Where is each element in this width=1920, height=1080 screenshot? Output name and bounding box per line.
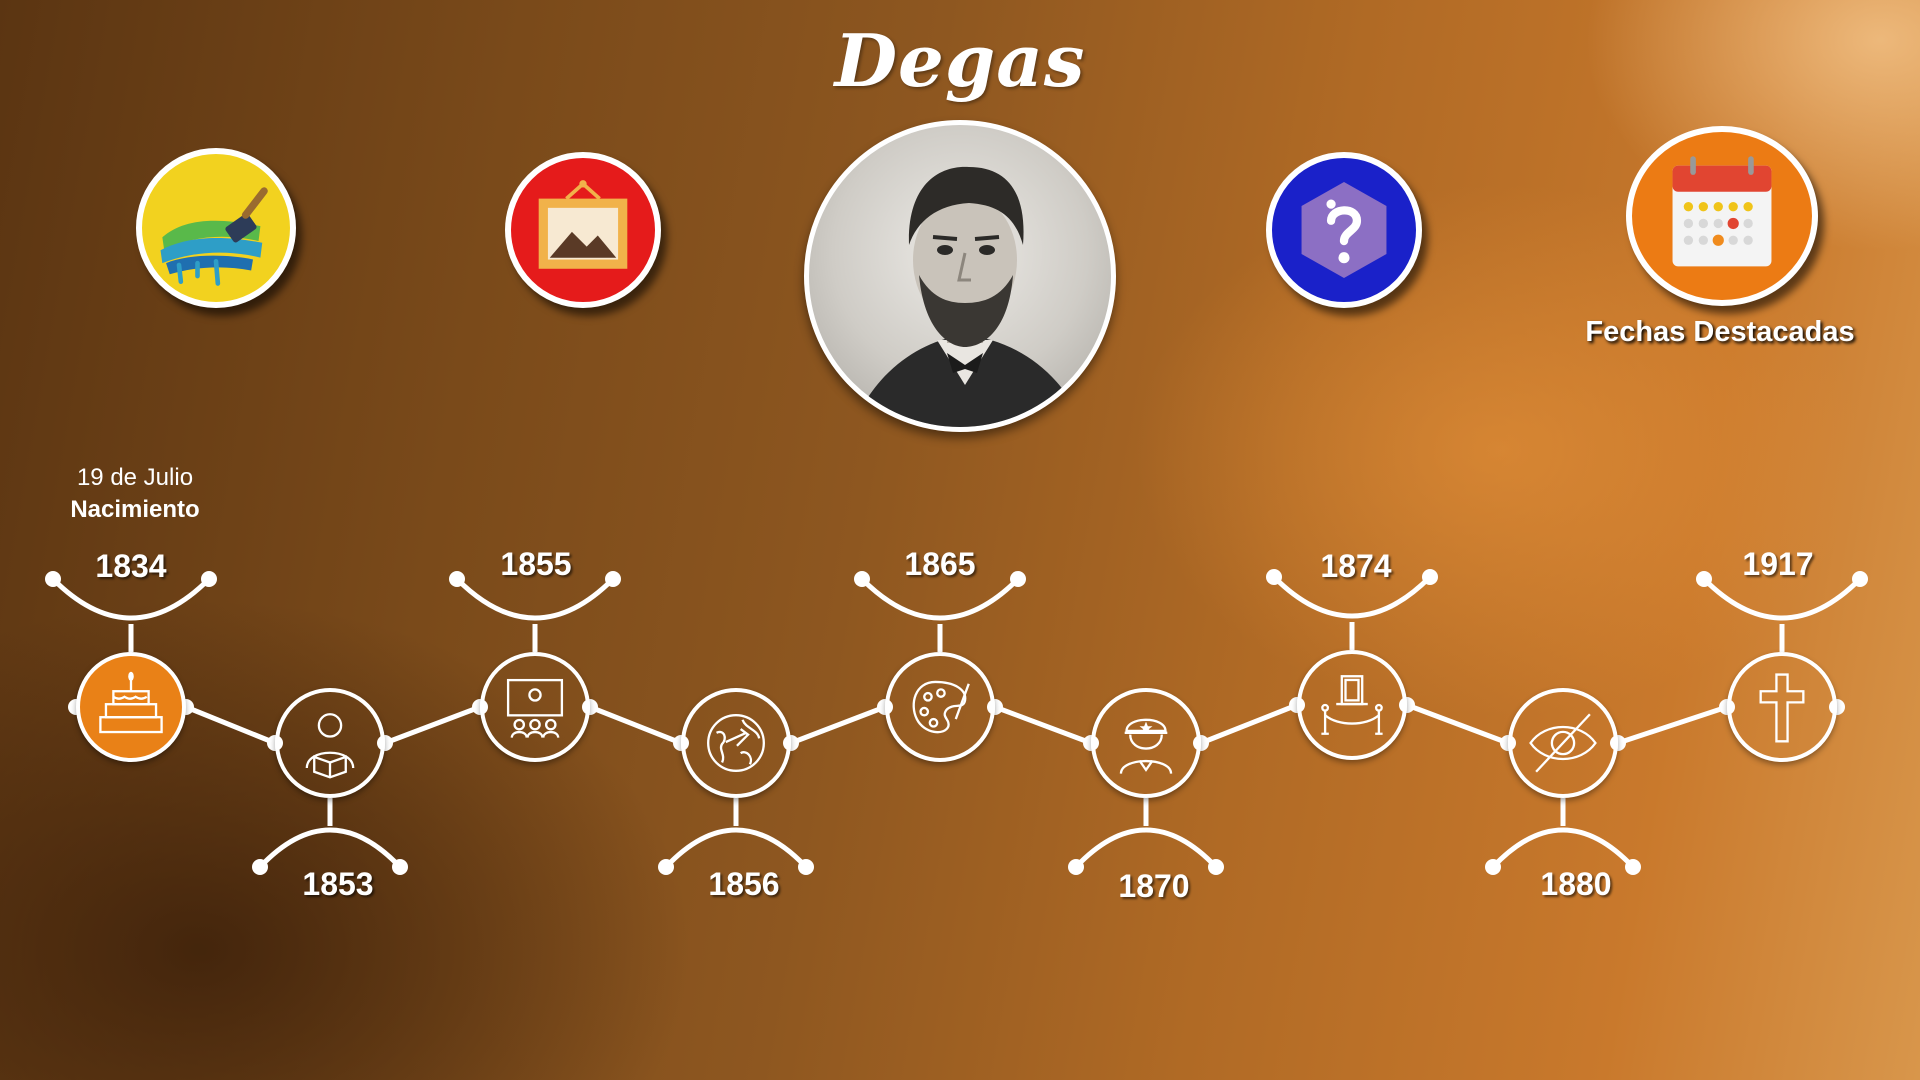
calendar-badge[interactable] — [1626, 126, 1818, 306]
connector-line — [1406, 702, 1509, 746]
portrait-image — [804, 120, 1116, 432]
year-label-1853: 1853 — [302, 866, 374, 902]
arc-dot — [201, 571, 217, 587]
arc-dot — [798, 859, 814, 875]
timeline-node-1880[interactable] — [1508, 688, 1618, 798]
arc-dot — [449, 571, 465, 587]
connector-line — [1200, 702, 1298, 746]
picture-frame-icon — [538, 180, 628, 269]
arc-dot — [1696, 571, 1712, 587]
year-arc — [664, 827, 808, 869]
cross-icon — [1759, 673, 1805, 743]
arc-dot — [45, 571, 61, 587]
arc-dot — [252, 859, 268, 875]
timeline-node-1874[interactable] — [1297, 650, 1407, 760]
arc-dot — [1485, 859, 1501, 875]
year-label-1865: 1865 — [904, 546, 976, 582]
timeline-node-1853[interactable] — [275, 688, 385, 798]
calendar-icon — [1672, 156, 1772, 267]
arc-dot — [854, 571, 870, 587]
arc-dot — [392, 859, 408, 875]
arc-dot — [1852, 571, 1868, 587]
paint-brush-icon — [160, 187, 268, 286]
year-arc — [258, 827, 402, 869]
year-arc — [1074, 827, 1218, 869]
classroom-icon — [506, 678, 564, 738]
world-travel-icon — [707, 714, 765, 772]
timeline-node-1917[interactable] — [1727, 652, 1837, 762]
timeline-node-1855[interactable] — [480, 652, 590, 762]
year-label-1917: 1917 — [1742, 546, 1814, 582]
connector-line — [185, 704, 276, 746]
year-arc — [455, 577, 615, 621]
connector-line — [994, 704, 1092, 746]
timeline-node-1856[interactable] — [681, 688, 791, 798]
birthday-cake-icon — [99, 671, 163, 734]
arc-dot — [605, 571, 621, 587]
arc-dot — [1208, 859, 1224, 875]
soldier-icon — [1119, 718, 1173, 774]
painter-palette-icon — [912, 680, 970, 734]
arc-dot — [1266, 569, 1282, 585]
year-arc — [1702, 577, 1862, 621]
arc-dot — [1068, 859, 1084, 875]
timeline-node-1870[interactable] — [1091, 688, 1201, 798]
year-arc — [1491, 827, 1635, 869]
arc-dot — [1625, 859, 1641, 875]
connector-line — [589, 704, 682, 746]
eye-slash-icon — [1529, 713, 1597, 773]
year-arc — [860, 577, 1020, 621]
question-icon — [1301, 182, 1387, 278]
timeline-node-1865[interactable] — [885, 652, 995, 762]
connector-line — [790, 704, 886, 746]
museum-exhibition-icon — [1321, 675, 1383, 735]
arc-dot — [658, 859, 674, 875]
year-arc — [51, 577, 211, 621]
year-label-1880: 1880 — [1540, 866, 1612, 902]
year-label-1870: 1870 — [1118, 868, 1190, 904]
year-arc — [1272, 575, 1432, 619]
year-label-1874: 1874 — [1320, 548, 1392, 584]
arc-dot — [1422, 569, 1438, 585]
timeline-node-1834[interactable] — [76, 652, 186, 762]
year-label-1856: 1856 — [708, 866, 780, 902]
birth-label: Nacimiento — [70, 496, 200, 523]
page-title: Degas — [834, 18, 1086, 103]
calendar-badge-label: Fechas Destacadas — [1585, 316, 1855, 348]
year-label-1855: 1855 — [500, 546, 572, 582]
student-reading-icon — [305, 713, 355, 779]
connector-line — [1617, 704, 1728, 746]
year-label-1834: 1834 — [95, 548, 167, 584]
gallery-badge[interactable] — [505, 152, 661, 308]
question-badge[interactable] — [1266, 152, 1422, 308]
arc-dot — [1010, 571, 1026, 587]
connector-line — [384, 704, 481, 746]
birth-date: 19 de Julio — [76, 464, 194, 491]
painting-badge[interactable] — [136, 148, 296, 308]
